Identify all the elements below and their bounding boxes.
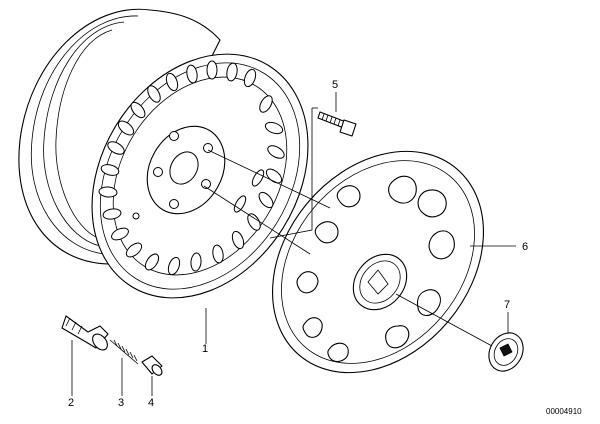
callout-2: 2 <box>68 397 74 409</box>
rim-ventilation-slots <box>98 60 285 276</box>
wheel-bolt <box>317 111 357 137</box>
valve-cap <box>141 355 163 376</box>
callout-3: 3 <box>118 397 124 409</box>
callout-7: 7 <box>504 299 510 311</box>
callout-4: 4 <box>148 397 154 409</box>
valve-core <box>109 339 139 365</box>
valve-stem <box>61 315 109 351</box>
callout-5: 5 <box>332 79 338 91</box>
callout-1: 1 <box>202 343 208 355</box>
drawing-code: 00004910 <box>546 407 582 416</box>
hub-cap <box>272 150 484 374</box>
rim-center-bore <box>169 151 199 185</box>
leader-lines <box>71 92 516 396</box>
emblem-badge <box>488 332 524 372</box>
steel-wheel-rim <box>18 8 309 299</box>
callout-6: 6 <box>522 241 528 253</box>
